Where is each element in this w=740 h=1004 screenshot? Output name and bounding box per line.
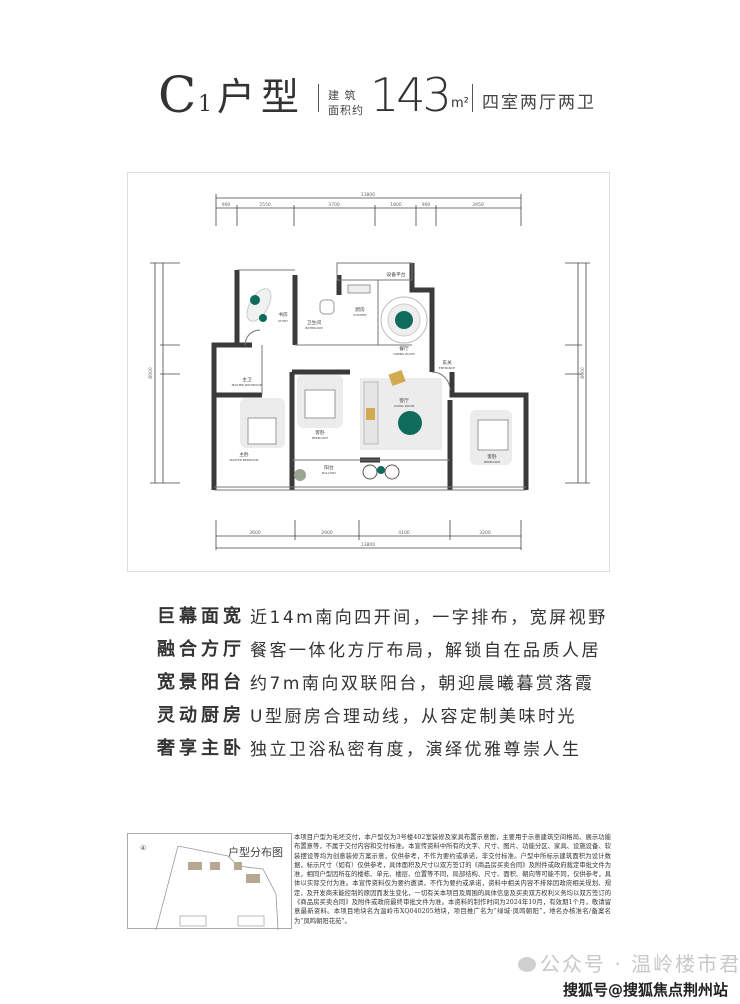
dim-top-seg: 2550 [259,202,271,208]
dim-top-seg: 1800 [390,202,402,208]
room-label-bed3-en: BEDROOM [484,460,500,464]
type-subscript: 1 [198,92,212,117]
wechat-watermark: 公众号 · 温岭楼市君 [518,952,740,976]
room-label-dining-en: DINING ROOM [393,352,415,356]
layout-summary: 四室两厅两卫 [482,93,596,113]
feature-desc: 独立卫浴私密有度，演绎优雅尊崇人生 [250,740,582,760]
dim-bottom-seg: 4100 [398,530,410,536]
dim-left-total: 8900 [148,367,154,379]
room-label-kitchen: 厨房 [355,306,365,313]
area-unit: m² [451,96,469,111]
room-label-balcony-en: BALCONY [322,471,336,475]
area-value: 143 [370,68,452,122]
feature-title: 融合方厅 [157,639,245,660]
room-label-bath: 卫生间 [307,319,322,326]
type-label: 户型 [217,75,306,119]
floor-plan-frame [127,172,610,572]
walls [211,263,529,490]
feature-title: 灵动厨房 [157,705,245,726]
room-label-kitchen-en: KITCHEN [354,313,367,317]
living-coffee-table [398,411,422,435]
area-label-line2: 面积约 [328,104,364,117]
bed3 [477,419,509,451]
room-label-master-bed: 主卧 [239,451,249,458]
feature-desc: 餐客一体化方厅布局，解锁自在品质人居 [250,641,601,661]
site-map-title: 户型分布图 [228,846,283,859]
dim-bottom-seg: 2900 [321,530,333,536]
header-divider-2 [472,84,473,112]
dim-right-total: 8900 [580,367,586,379]
room-label-entrance-en: ENTRANCE [439,366,455,370]
dim-top-seg: 3950 [472,202,484,208]
room-label-bed2-en: BEDROOM [312,436,328,440]
feature-desc: 约7m南向双联阳台，朝迎晨曦暮赏落霞 [250,674,595,694]
dim-bottom-seg: 3200 [479,530,491,536]
dim-top-seg: 3700 [328,202,340,208]
dim-top-total: 13800 [361,192,375,198]
area-label: 建 筑 面积约 [328,88,364,118]
room-label-study: 书房 [278,311,288,318]
room-label-platform: 设备平台 [386,271,405,278]
feature-desc: 近14m南向四开间，一字排布，宽屏视野 [250,608,608,628]
dim-bottom-total: 13800 [361,542,375,548]
room-label-balcony: 阳台 [324,464,334,471]
room-label-master-bath: 主卫 [242,376,252,383]
area-label-line1: 建 筑 [328,89,357,102]
header-divider [318,84,319,112]
feature-desc: U型厨房合理动线，从容定制美味时光 [250,707,577,727]
dining-table-centerpiece [395,311,413,329]
room-label-master-bed-en: MASTER BEDROOM [230,458,259,462]
furniture [246,284,509,481]
disclaimer-text: 本项目户型为毛坯交付，本户型仅为3号楼402室装修及家具布置示意图，主要用于示意… [294,834,611,925]
room-label-dining: 餐厅 [399,345,409,352]
room-label-bed3: 客卧 [487,453,497,460]
master-bed [247,417,277,445]
thin-lines [214,262,526,491]
room-label-living: 客厅 [399,397,409,404]
room-label-study-en: STUDY [278,319,288,323]
feature-title: 奢享主卧 [157,738,245,759]
room-label-master-bath-en: MASTER BATHROOM [232,383,263,387]
dimension-lines [150,194,590,550]
room-label-entrance: 玄关 [442,359,452,366]
dim-bottom-seg: 3600 [249,530,261,536]
site-map-drawing [155,845,279,930]
room-label-bed2: 客卧 [315,429,325,436]
room-label-living-en: LIVING ROOM [394,404,415,408]
bed2 [304,389,336,419]
site-map: ④ 户型分布图 [127,833,292,930]
wechat-watermark-text: 公众号 · 温岭楼市君 [540,952,740,976]
dim-top-seg: 900 [222,202,231,208]
dim-top-seg: 900 [422,202,431,208]
type-letter: C [158,66,197,124]
feature-title: 巨幕面宽 [157,606,245,627]
feature-title: 宽景阳台 [157,672,245,693]
room-label-bath-en: BATHROOM [305,326,323,330]
wechat-icon [518,957,536,972]
site-map-marker: ④ [140,844,147,852]
sohu-watermark: 搜狐号@搜狐焦点荆州站 [563,981,729,999]
